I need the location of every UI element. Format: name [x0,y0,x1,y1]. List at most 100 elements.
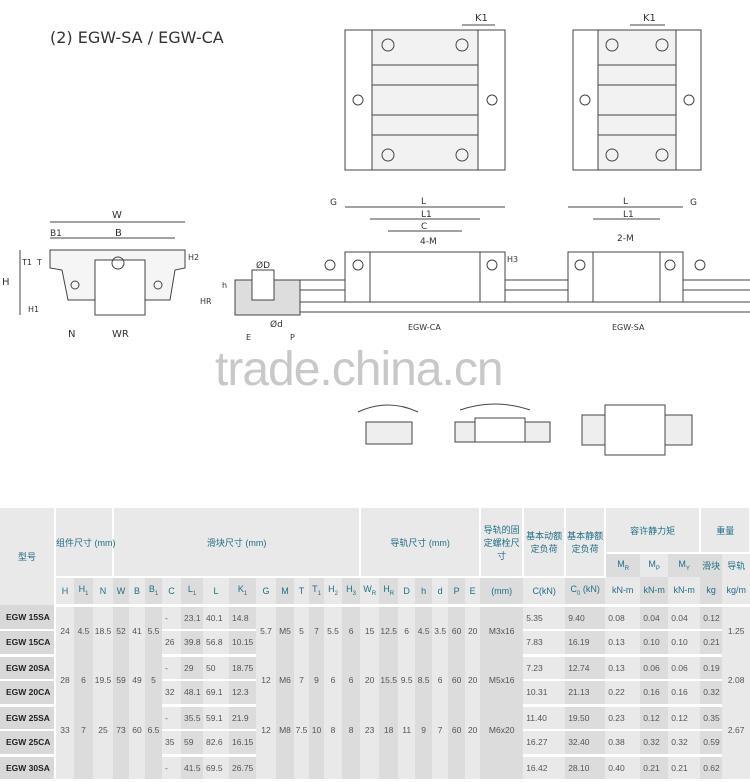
cell-c0: 19.50 [565,705,606,731]
cell-rail_kg: 2.67 [727,725,745,735]
cell-t1: 9 [309,655,324,705]
cell-h3: 6 [342,655,361,705]
cell-h: 4.5 [415,605,433,655]
cell-l1: 29 [181,655,203,681]
cell-mr: 0.13 [605,655,641,681]
dim-b1: B1 [50,229,62,239]
dim-d: Ød [270,319,283,330]
model-cell: EGW 20CA [0,680,56,707]
watermark: trade.china.cn [215,343,504,396]
dim-h: H [2,277,10,288]
model-cell: EGW 25CA [0,730,56,757]
cell-e: 20 [467,725,478,735]
weight-col-header: 滑块 [700,553,723,577]
cell-c0: 16.19 [565,630,606,657]
cell-cdyn: 11.40 [523,705,566,731]
cell-cdyn: 16.27 [523,730,566,757]
cell-d: 3.5 [434,625,447,636]
column-header: C0 (kN) [565,577,606,607]
cell-mp: 0.10 [640,630,669,657]
cell-l: 59.1 [203,705,229,731]
group-header-moment: 容许静力矩 [605,508,702,554]
dim-hr: HR [200,297,212,306]
dim-k1-sa: K1 [643,13,656,24]
column-header: C [162,577,181,607]
cell-t [294,755,309,782]
cell-cdyn: 16.42 [523,755,566,782]
cell-k1: 21.9 [229,705,256,731]
label-egw-sa: EGW-SA [612,323,645,332]
cell-mr: 0.08 [605,605,641,631]
cell-rail_kg: 1.25 [727,625,745,636]
cell-l: 69.1 [203,680,229,707]
group-header-dynamic: 基本动额定负荷 [523,508,567,578]
dim-wr: WR [112,329,129,340]
group-header-assembly: 组件尺寸 (mm) [55,508,116,578]
column-header: kN-m [605,577,641,607]
cell-my: 0.32 [668,730,701,757]
cell-cdyn: 5.35 [523,605,566,631]
cell-g: 12 [261,725,271,735]
cell-g: 12 [261,675,271,685]
group-header-static: 基本静额定负荷 [565,508,607,578]
weight-col-header: 导轨 [727,561,746,571]
cell-my: 0.06 [668,655,701,681]
cell-b: 41 [132,625,142,636]
mounting-direction-icons [357,403,693,456]
cell-hr [379,755,399,782]
cell-h: 8.5 [415,655,433,705]
cell-bolt: M6x20 [480,705,524,755]
cell-p: 60 [448,705,466,755]
column-header: B [129,577,145,607]
cell-mr: 0.23 [605,705,641,731]
dim-2m: 2-M [617,234,634,244]
cell-k1: 12.3 [229,680,256,707]
group-header-bolt: 导轨的固定螺栓尺寸 [480,508,525,578]
cell-n [93,755,113,782]
cell-my: 0.21 [668,755,701,782]
cell-l1: 39.8 [181,630,203,657]
cell-wr: 20 [364,675,375,685]
moment-col-header: MY [668,553,701,577]
model-cell: EGW 15CA [0,630,56,657]
cell-w: 73 [113,705,129,755]
technical-drawings: K1 K1 W B B1 H T1 T H2 H1 N WR ØD Ød h H… [2,13,750,456]
cell-k1: 14.8 [229,605,256,631]
cell-cdyn: 7.23 [523,655,566,681]
cell-h1 [74,755,93,782]
column-header: WR [360,577,380,607]
cell-c: - [162,755,181,782]
cell-k1: 16.15 [229,730,256,757]
cell-hr: 15.5 [379,655,399,705]
dim-l1-ca: L1 [421,210,432,220]
dim-k1: K1 [475,13,488,24]
cell-h: 9 [415,705,433,755]
cell-block_kg: 0.21 [700,630,723,657]
cell-d: 11 [402,725,412,735]
top-view-sa: K1 [572,13,702,171]
cell-cdyn: 7.83 [523,630,566,657]
dim-b: B [115,228,122,239]
cell-c: 35 [162,730,181,757]
cell-l1: 41.5 [181,755,203,782]
column-header: h [415,577,433,607]
model-cell: EGW 20SA [0,655,56,681]
cell-mp: 0.21 [640,755,669,782]
cell-my: 0.10 [668,630,701,657]
dim-h2: H2 [188,253,199,262]
dim-t: T [36,258,42,267]
cell-e: 20 [467,625,478,636]
cell-mp: 0.06 [640,655,669,681]
dim-e: E [246,333,251,342]
cell-mr: 0.22 [605,680,641,707]
group-header-weight: 重量 [700,508,750,554]
cell-my: 0.04 [668,605,701,631]
cell-block_kg: 0.32 [700,680,723,707]
cell-d: 6 [437,675,443,685]
cell-t1: 10 [309,705,324,755]
cell-h3: 6 [342,605,361,655]
